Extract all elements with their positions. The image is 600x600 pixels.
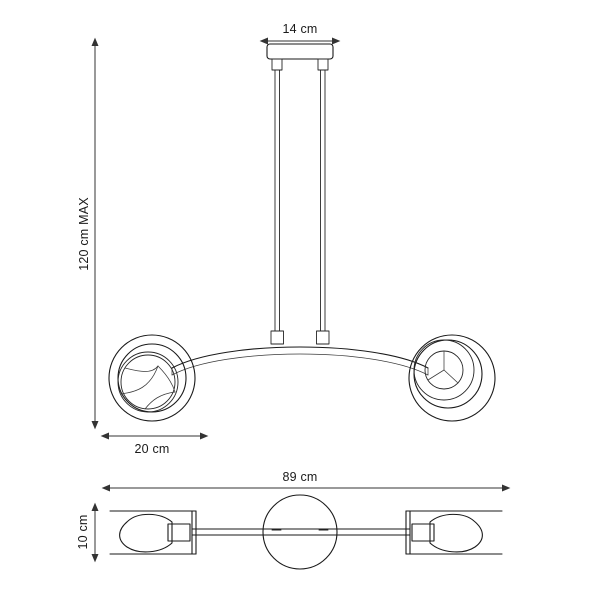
lamp-head-right-outer-ring <box>408 334 496 422</box>
plan-canopy-circle <box>262 494 338 570</box>
plan-fixture-left <box>109 510 197 555</box>
front-elevation-view: 20 cm <box>100 43 496 456</box>
globe-bulb-left-body <box>120 354 176 410</box>
globe-bulb-left-facet-3 <box>120 365 159 395</box>
dimension-label-max-height: 120 cm MAX <box>77 197 91 271</box>
plan-fixture-right <box>405 510 503 555</box>
dimension-label-canopy-width: 14 cm <box>282 22 317 36</box>
rod-foot-left <box>270 330 284 345</box>
plan-canopy-outline <box>262 494 338 570</box>
lamp-head-right-inner-ring <box>413 339 475 401</box>
canopy-plate <box>266 43 334 60</box>
plan-bulb-left <box>119 513 173 553</box>
bottom-plan-view <box>109 494 503 570</box>
globe-bulb-right <box>424 350 464 390</box>
lamp-head-left <box>108 334 196 422</box>
globe-bulb-left-facet-2 <box>157 365 176 393</box>
globe-bulb-left-facet-1 <box>124 365 159 372</box>
dimension-profile-height: 10 cm <box>76 502 99 563</box>
rod-foot-right <box>316 330 330 345</box>
cross-arm-top-edge <box>171 346 429 369</box>
globe-bulb-left <box>120 354 176 410</box>
globe-bulb-left-facet-4 <box>144 391 176 410</box>
plan-bulb-right <box>429 513 483 553</box>
dimension-overall-length: 89 cm <box>101 470 511 492</box>
plan-socket-right <box>411 523 435 542</box>
globe-bulb-right-facet-2 <box>427 369 445 381</box>
plan-cross-rod <box>191 528 411 536</box>
lamp-head-left-inner-ring <box>117 351 179 413</box>
canopy-connector-right <box>317 58 329 71</box>
dimension-shade-diameter: 20 cm <box>100 432 209 456</box>
lamp-head-left-outer-ring <box>108 334 196 422</box>
dimension-canopy-width: 14 cm <box>259 22 341 45</box>
globe-bulb-right-facet-3 <box>443 369 459 384</box>
plan-socket-left <box>167 523 191 542</box>
curved-cross-arm <box>171 346 429 376</box>
lamp-head-right <box>408 334 496 422</box>
canopy-connector-left <box>271 58 283 71</box>
dimension-label-profile-height: 10 cm <box>76 514 90 549</box>
dimension-label-overall-length: 89 cm <box>282 470 317 484</box>
ceiling-canopy <box>266 43 334 71</box>
cross-arm-bottom-edge <box>171 353 429 376</box>
dimension-max-height: 120 cm MAX <box>77 37 99 430</box>
dimension-label-shade-diameter: 20 cm <box>134 442 169 456</box>
suspension-rods <box>270 69 330 345</box>
